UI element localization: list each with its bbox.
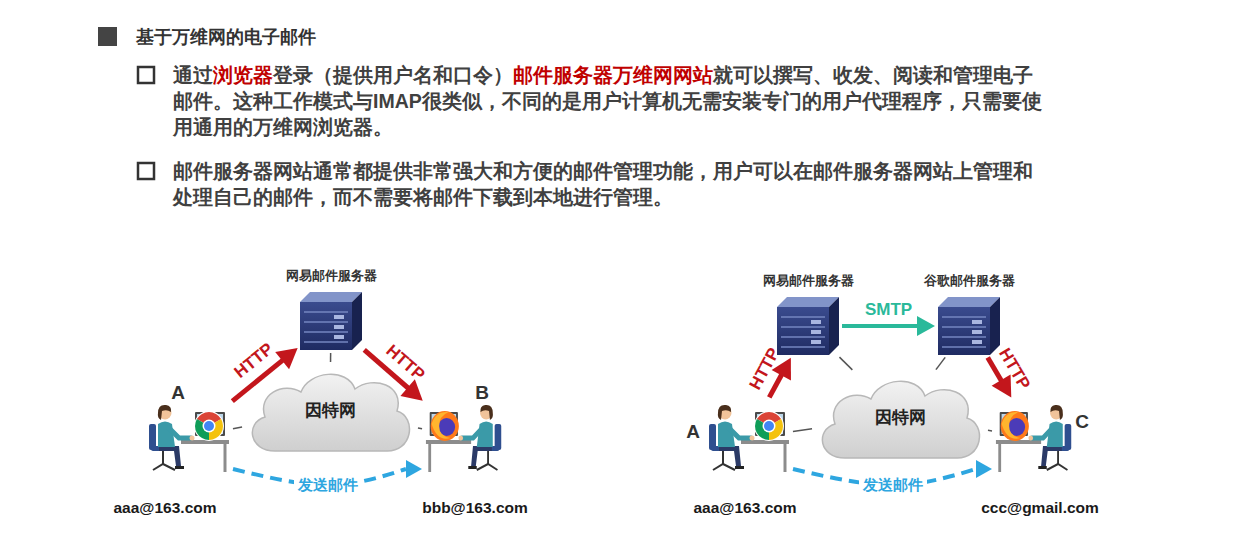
protocol-label: HTTP <box>746 345 785 394</box>
body-text: 邮件服务器网站通常都提供非常强大和方便的邮件管理功能，用户可以在邮件服务器网站上… <box>173 160 1033 208</box>
internet-cloud: 因特网 <box>245 365 415 455</box>
bullet-paragraph: 邮件服务器网站通常都提供非常强大和方便的邮件管理功能，用户可以在邮件服务器网站上… <box>173 158 1045 210</box>
internet-cloud: 因特网 <box>815 372 985 462</box>
connector-line <box>988 430 992 432</box>
mail-server: 网易邮件服务器 <box>777 297 839 355</box>
server-icon <box>300 292 362 350</box>
connector-line <box>936 357 945 369</box>
body-text: 登录（提供用户名和口令） <box>273 64 513 86</box>
user-letter: A <box>171 382 185 404</box>
user-computer: Aaaa@163.com <box>145 400 230 475</box>
user-icon <box>425 400 505 475</box>
server-icon <box>777 297 839 355</box>
server-name: 网易邮件服务器 <box>286 268 377 284</box>
arrowhead <box>917 316 935 336</box>
connector-line <box>418 427 422 429</box>
body-text: 通过 <box>173 64 213 86</box>
user-graphic <box>709 405 789 472</box>
send-mail-label: 发送邮件 <box>294 476 362 494</box>
net-connector <box>936 357 945 369</box>
email-address: bbb@163.com <box>422 499 528 517</box>
user-graphic <box>996 405 1071 472</box>
email-address: aaa@163.com <box>113 499 216 517</box>
net-connector <box>330 353 331 362</box>
connector-line <box>330 353 332 362</box>
server-graphic <box>300 292 362 350</box>
arrowhead <box>406 460 422 478</box>
mail-server: 谷歌邮件服务器 <box>938 297 1000 355</box>
net-connector <box>988 430 992 432</box>
user-letter: C <box>1075 411 1089 433</box>
bullet-paragraph: 通过浏览器登录（提供用户名和口令）邮件服务器万维网网站就可以撰写、收发、阅读和管… <box>173 62 1045 140</box>
user-computer: Bbbb@163.com <box>425 400 505 475</box>
connector-line <box>233 427 242 429</box>
user-letter: B <box>475 382 489 404</box>
highlight-text: 邮件服务器万维网网站 <box>513 64 713 86</box>
net-connector <box>793 429 812 432</box>
send-mail-label: 发送邮件 <box>859 476 927 494</box>
user-graphic <box>426 405 501 472</box>
protocol-label: HTTP <box>231 340 278 384</box>
protocol-label: HTTP <box>994 345 1034 393</box>
cloud-graphic <box>252 374 409 451</box>
connector-line <box>842 324 921 328</box>
user-icon <box>705 400 790 475</box>
cloud-graphic <box>822 381 979 458</box>
server-icon <box>938 297 1000 355</box>
server-name: 网易邮件服务器 <box>763 273 854 289</box>
protocol-label: HTTP <box>381 340 428 384</box>
slide-title: 基于万维网的电子邮件 <box>136 25 316 49</box>
highlight-text: 浏览器 <box>213 64 273 86</box>
server-graphic <box>777 297 839 355</box>
connector-line <box>793 429 812 432</box>
user-computer: Cccc@gmail.com <box>995 400 1075 475</box>
mail-server: 网易邮件服务器 <box>300 292 362 350</box>
email-address: ccc@gmail.com <box>981 499 1099 517</box>
connector-line <box>839 357 852 370</box>
net-connector <box>233 427 242 429</box>
user-icon <box>995 400 1075 475</box>
net-connector <box>839 357 852 370</box>
cloud-label: 因特网 <box>875 406 926 429</box>
user-graphic <box>149 405 229 472</box>
user-computer: Aaaa@163.com <box>705 400 790 475</box>
title-square <box>98 27 117 46</box>
email-address: aaa@163.com <box>693 499 796 517</box>
arrowhead <box>275 348 297 369</box>
bullet-square <box>138 67 154 83</box>
user-icon <box>145 400 230 475</box>
protocol-label: SMTP <box>865 300 912 320</box>
user-letter: A <box>686 421 700 443</box>
server-name: 谷歌邮件服务器 <box>924 273 1015 289</box>
server-graphic <box>938 297 1000 355</box>
net-connector <box>418 427 422 429</box>
arrowhead <box>976 460 992 478</box>
bullet-square <box>138 163 154 179</box>
cloud-label: 因特网 <box>305 399 356 422</box>
